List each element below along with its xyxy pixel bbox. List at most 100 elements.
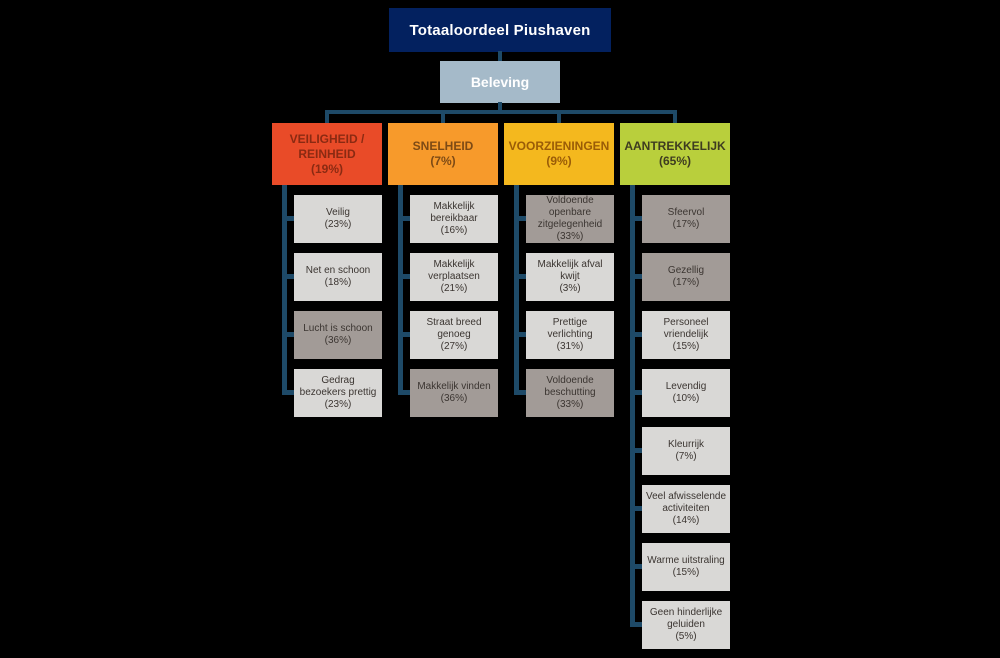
sub-item-box: Straat breed genoeg (27%) (410, 311, 498, 359)
connector-stub (398, 274, 414, 279)
connector-stub (282, 332, 298, 337)
sub-item-label: Gedrag bezoekers prettig (299, 375, 377, 398)
connector-stub (514, 332, 530, 337)
root-node: Totaaloordeel Piushaven (389, 8, 611, 52)
connector-stub (630, 448, 646, 453)
connector-stub (630, 506, 646, 511)
connector-trunk (282, 185, 287, 395)
sub-item-label: Levendig (665, 381, 707, 392)
sub-item-label: Kleurrijk (667, 439, 705, 450)
sub-item-percentage: (33%) (556, 399, 584, 410)
sub-item-label: Voldoende beschutting (544, 375, 596, 398)
sub-item-label: Sfeervol (667, 207, 705, 218)
category-percentage: (19%) (310, 161, 343, 176)
sub-item-box: Voldoende openbare zitgelegenheid (33%) (526, 195, 614, 243)
sub-item-percentage: (36%) (440, 393, 468, 404)
sub-item-label: Prettige verlichting (547, 317, 593, 340)
sub-item-percentage: (5%) (675, 631, 697, 642)
category-column-aantrekkelijk: AANTREKKELIJK (65%) Sfeervol (17%) Gezel… (620, 123, 730, 658)
connector-stub (398, 332, 414, 337)
sub-item-label: Makkelijk bereikbaar (430, 201, 478, 224)
sub-item-box: Veel afwisselende activiteiten (14%) (642, 485, 730, 533)
sub-item-label: Makkelijk afval kwijt (537, 259, 603, 282)
category-percentage: (7%) (430, 154, 456, 168)
sub-item-label: Personeel vriendelijk (663, 317, 709, 340)
connector-root-to-beleving (498, 51, 502, 62)
sub-item-box: Lucht is schoon (36%) (294, 311, 382, 359)
sub-item-box: Makkelijk vinden (36%) (410, 369, 498, 417)
connector-beleving-drop (498, 102, 502, 111)
connector-horizontal-bar (325, 110, 677, 114)
sub-item-percentage: (15%) (672, 567, 700, 578)
sub-item-box: Sfeervol (17%) (642, 195, 730, 243)
category-label: VEILIGHEID / REINHEID (289, 131, 365, 161)
connector-trunk (398, 185, 403, 395)
connector-stub (630, 622, 646, 627)
category-box-aantrekkelijk: AANTREKKELIJK (65%) (620, 123, 730, 185)
connector-stub (630, 216, 646, 221)
sub-item-percentage: (14%) (672, 515, 700, 526)
sub-item-percentage: (10%) (672, 393, 700, 404)
sub-item-label: Lucht is schoon (303, 323, 373, 334)
category-column-voorzieningen: VOORZIENINGEN (9%) Voldoende openbare zi… (504, 123, 614, 658)
sub-item-box: Warme uitstraling (15%) (642, 543, 730, 591)
connector-stub (398, 216, 414, 221)
category-label: VOORZIENINGEN (508, 139, 610, 153)
connector-stub (514, 274, 530, 279)
sub-item-label: Gezellig (667, 265, 705, 276)
sub-item-label: Straat breed genoeg (426, 317, 482, 340)
sub-item-percentage: (27%) (440, 341, 468, 352)
connector-stub (630, 332, 646, 337)
sub-item-label: Veilig (326, 207, 350, 218)
sub-item-label: Voldoende openbare zitgelegenheid (537, 195, 603, 230)
sub-item-percentage: (23%) (324, 219, 352, 230)
sub-item-box: Personeel vriendelijk (15%) (642, 311, 730, 359)
sub-item-percentage: (33%) (556, 231, 584, 242)
connector-stub (630, 274, 646, 279)
category-label: SNELHEID (412, 139, 474, 153)
connector-stub (514, 390, 530, 395)
sub-item-percentage: (23%) (324, 399, 352, 410)
connector-stub (630, 564, 646, 569)
category-box-veiligheid: VEILIGHEID / REINHEID (19%) (272, 123, 382, 185)
sub-item-box: Voldoende beschutting (33%) (526, 369, 614, 417)
sub-item-percentage: (31%) (556, 341, 584, 352)
category-percentage: (65%) (658, 154, 691, 168)
beleving-node: Beleving (440, 61, 560, 103)
root-node-label: Totaaloordeel Piushaven (409, 21, 591, 39)
category-box-voorzieningen: VOORZIENINGEN (9%) (504, 123, 614, 185)
category-label: AANTREKKELIJK (624, 139, 726, 153)
sub-item-percentage: (15%) (672, 341, 700, 352)
sub-item-percentage: (36%) (324, 335, 352, 346)
sub-item-label: Net en schoon (305, 265, 371, 276)
connector-trunk (514, 185, 519, 395)
sub-item-percentage: (17%) (672, 277, 700, 288)
sub-item-percentage: (3%) (559, 283, 581, 294)
category-column-veiligheid: VEILIGHEID / REINHEID (19%) Veilig (23%)… (272, 123, 382, 658)
sub-item-box: Makkelijk verplaatsen (21%) (410, 253, 498, 301)
sub-item-box: Kleurrijk (7%) (642, 427, 730, 475)
sub-item-percentage: (18%) (324, 277, 352, 288)
sub-item-label: Veel afwisselende activiteiten (645, 491, 727, 514)
sub-item-box: Prettige verlichting (31%) (526, 311, 614, 359)
sub-item-box: Net en schoon (18%) (294, 253, 382, 301)
category-box-snelheid: SNELHEID (7%) (388, 123, 498, 185)
connector-stub (282, 390, 298, 395)
category-column-snelheid: SNELHEID (7%) Makkelijk bereikbaar (16%)… (388, 123, 498, 658)
sub-item-box: Gezellig (17%) (642, 253, 730, 301)
connector-drop-aantrekkelijk (673, 110, 677, 124)
beleving-node-label: Beleving (470, 74, 530, 90)
sub-item-percentage: (16%) (440, 225, 468, 236)
connector-stub (630, 390, 646, 395)
sub-item-label: Makkelijk vinden (417, 381, 491, 392)
sub-item-box: Veilig (23%) (294, 195, 382, 243)
sub-item-box: Makkelijk afval kwijt (3%) (526, 253, 614, 301)
sub-item-percentage: (7%) (675, 451, 697, 462)
connector-drop-snelheid (441, 110, 445, 124)
sub-item-percentage: (17%) (672, 219, 700, 230)
connector-stub (514, 216, 530, 221)
sub-item-label: Warme uitstraling (647, 555, 725, 566)
connector-stub (398, 390, 414, 395)
sub-item-box: Makkelijk bereikbaar (16%) (410, 195, 498, 243)
